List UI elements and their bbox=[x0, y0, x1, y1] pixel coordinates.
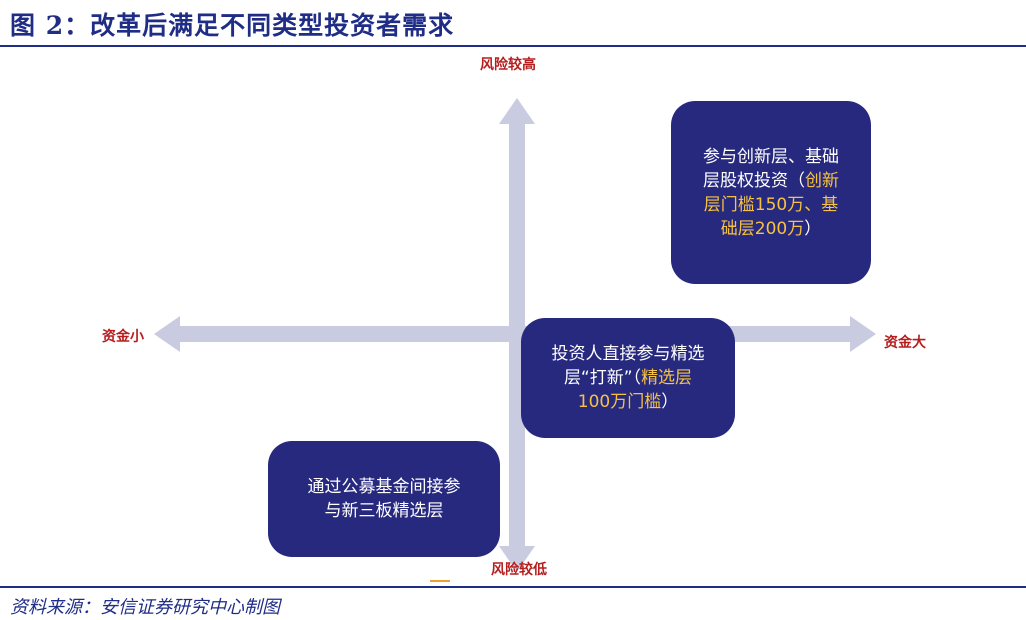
decorative-mark bbox=[430, 580, 450, 582]
axis-label-right: 资金大 bbox=[884, 335, 926, 351]
upper-box-line2: 层股权投资（创新 bbox=[703, 170, 839, 191]
upper-box-line3: 层门槛150万、基 bbox=[703, 194, 839, 215]
figure-title: 图 2：改革后满足不同类型投资者需求 bbox=[10, 11, 455, 40]
center-box-line3: 100万门槛） bbox=[577, 392, 679, 412]
horizontal-axis bbox=[172, 326, 858, 342]
center-box: 投资人直接参与精选 层“打新”（精选层 100万门槛） bbox=[521, 318, 735, 438]
axis-label-bottom: 风险较低 bbox=[491, 562, 547, 578]
axis-label-top: 风险较高 bbox=[480, 57, 536, 73]
axis-label-left: 资金小 bbox=[102, 329, 144, 345]
center-box-line1: 投资人直接参与精选 bbox=[551, 344, 705, 364]
right-arrow-head bbox=[850, 316, 876, 352]
center-box-line2: 层“打新”（精选层 bbox=[563, 368, 693, 388]
upper-box-line4: 础层200万） bbox=[720, 218, 822, 239]
source-note: 资料来源：安信证券研究中心制图 bbox=[10, 597, 280, 618]
lower-box-line1: 通过公募基金间接参 bbox=[307, 477, 461, 497]
up-arrow-head bbox=[499, 98, 535, 124]
upper-box-line1: 参与创新层、基础 bbox=[703, 146, 839, 167]
title-divider bbox=[0, 45, 1026, 47]
source-divider bbox=[0, 586, 1026, 588]
upper-right-box: 参与创新层、基础 层股权投资（创新 层门槛150万、基 础层200万） bbox=[671, 101, 871, 284]
down-arrow-head bbox=[499, 546, 535, 572]
lower-box-line2: 与新三板精选层 bbox=[324, 501, 444, 521]
left-arrow-head bbox=[154, 316, 180, 352]
lower-left-box: 通过公募基金间接参 与新三板精选层 bbox=[268, 441, 500, 557]
